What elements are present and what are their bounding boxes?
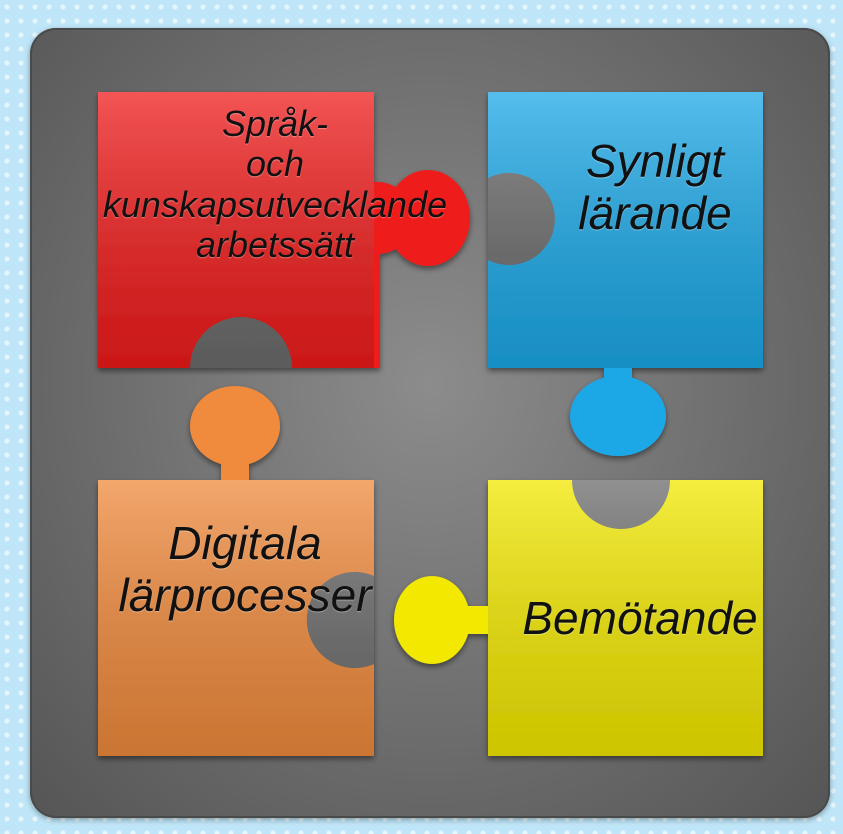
piece-yellow: [394, 480, 763, 756]
label-red-line-1: Språk-: [221, 103, 329, 144]
label-yellow: Bemötande: [490, 592, 790, 645]
puzzle-knob-yellow: [394, 576, 470, 664]
puzzle-knob-orange: [190, 386, 280, 466]
label-orange-line-2: lärprocesser: [118, 568, 372, 621]
label-blue: Synligt lärande: [550, 135, 760, 239]
label-red-line-3: kunskapsutvecklande: [102, 183, 448, 225]
label-yellow-line-1: Bemötande: [522, 592, 758, 644]
label-blue-line-1: Synligt: [585, 135, 725, 187]
label-red: Språk- och kunskapsutvecklande arbetssät…: [60, 103, 490, 265]
puzzle-board: Språk- och kunskapsutvecklande arbetssät…: [30, 28, 830, 818]
puzzle-knob-red: [386, 170, 470, 266]
puzzle-graphic: [98, 92, 763, 756]
label-blue-line-2: lärande: [578, 186, 732, 239]
label-orange-line-1: Digitala: [168, 517, 322, 569]
label-orange: Digitala lärprocesser: [100, 517, 390, 621]
label-red-line-4: arbetssätt: [195, 223, 355, 265]
piece-blue: [488, 92, 763, 456]
label-red-line-2: och: [245, 143, 305, 185]
piece-orange: [98, 386, 374, 756]
puzzle-knob-blue: [570, 376, 666, 456]
piece-red: [98, 92, 470, 368]
